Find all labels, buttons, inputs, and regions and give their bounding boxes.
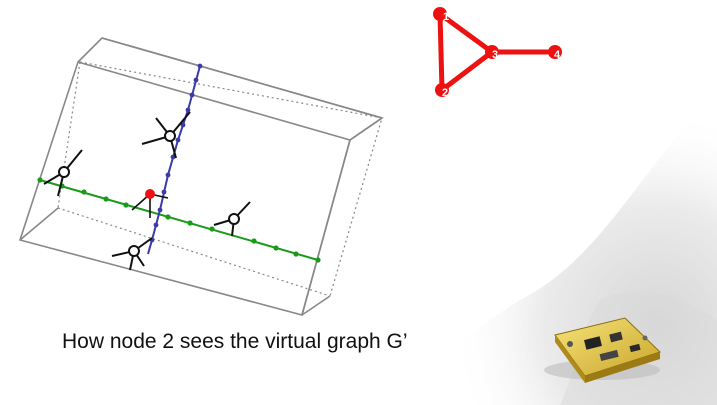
virtual-node-glyph [43,149,83,197]
virtual-node-glyph [213,201,251,237]
graph-g-nodes [433,7,562,97]
graph-node-label-1: 1 [443,11,449,23]
green-node-line [37,177,321,263]
caption: How node 2 sees the virtual graph G’ [62,330,408,353]
virtual-node-glyph [111,237,153,271]
graph-node-label-4: 4 [554,49,561,61]
blue-node-line [147,63,203,255]
graph-node-label-3: 3 [492,49,498,61]
highlighted-node-2 [131,189,169,218]
graph-node-label-2: 2 [442,87,448,99]
graph-g [437,11,558,93]
sensor-board-icon [544,317,661,383]
virtual-graph-box [18,37,384,316]
virtual-node-glyph [141,111,191,159]
